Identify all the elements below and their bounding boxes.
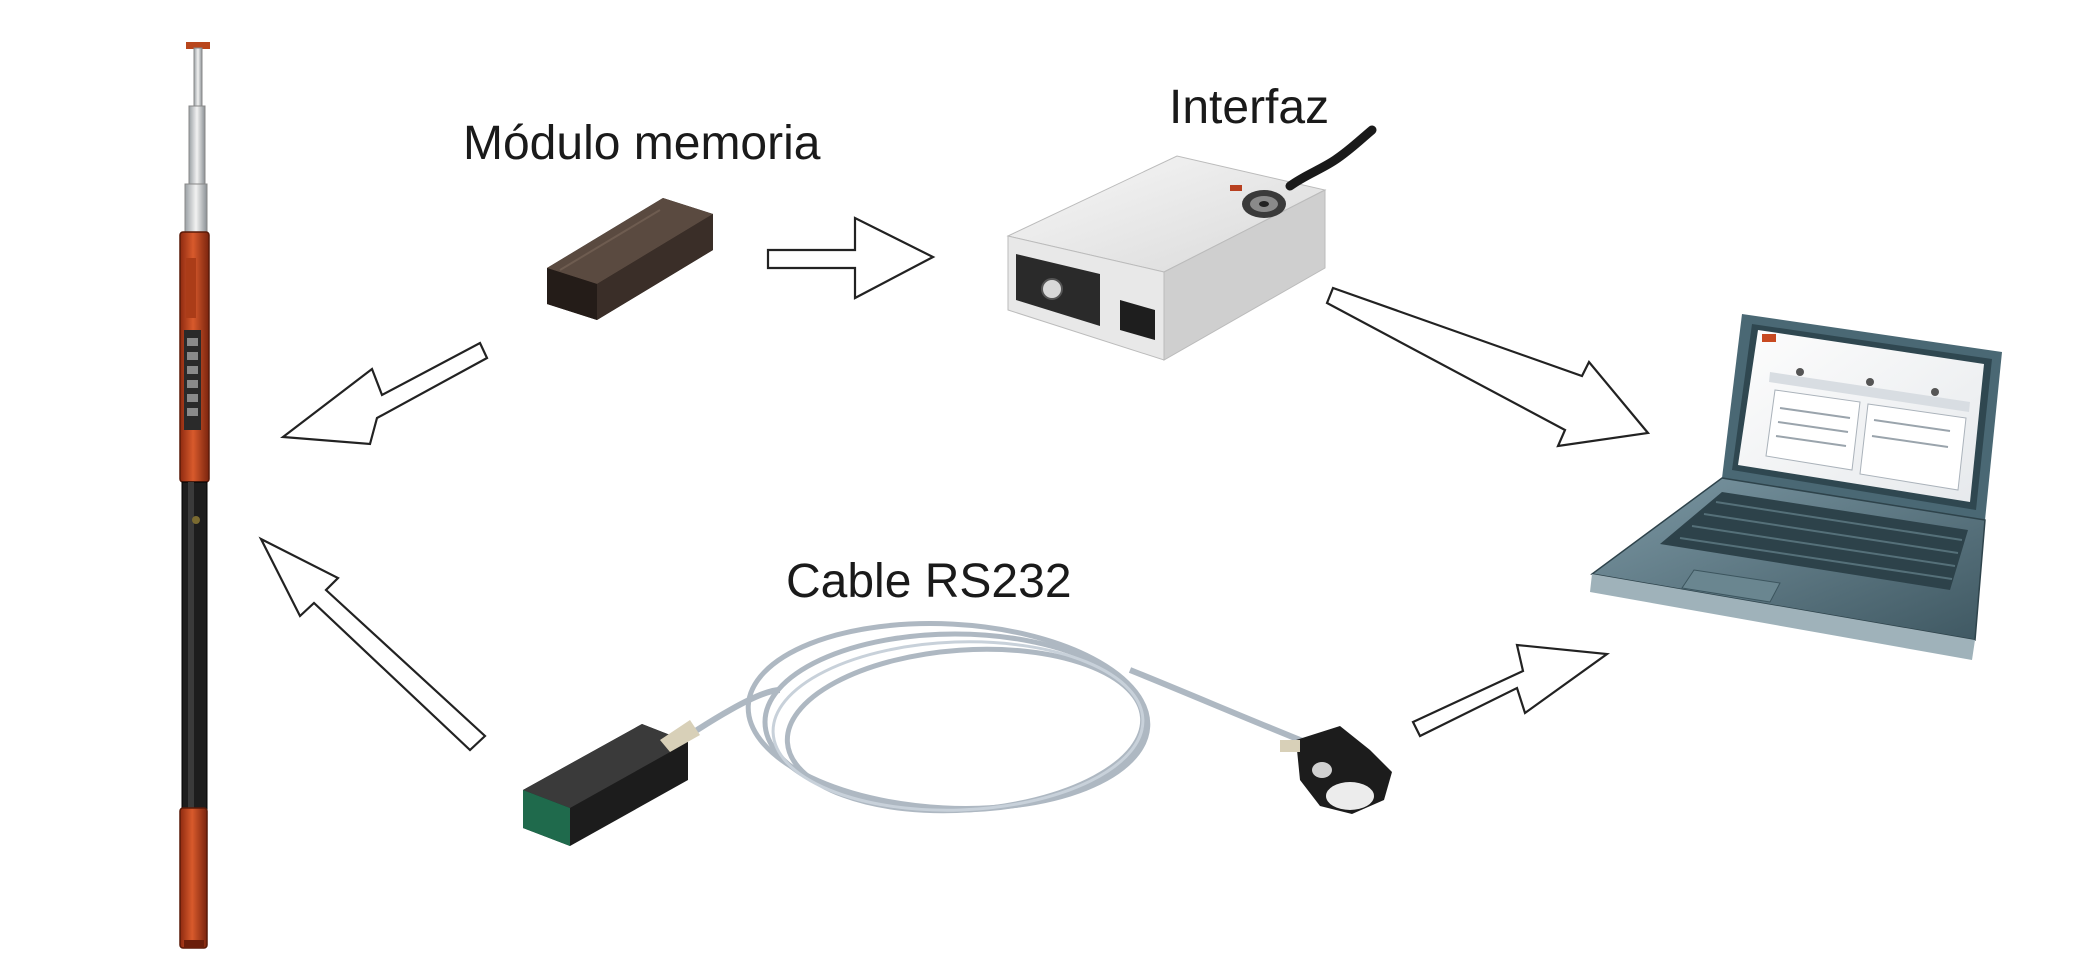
- arrow-interface-to-laptop: [1325, 286, 1651, 448]
- cable-plug-left: [523, 720, 700, 846]
- arrow-cable-to-laptop: [1411, 643, 1611, 738]
- rs232-cable: [523, 621, 1392, 846]
- memory-module-label: Módulo memoria: [463, 117, 821, 170]
- keyboard-icon: [1660, 492, 1968, 590]
- arrow-memory-to-pole: [280, 341, 489, 446]
- db9-connector-icon: [1280, 726, 1392, 814]
- cable-label: Cable RS232: [786, 555, 1072, 608]
- interface-label: Interfaz: [1169, 81, 1330, 134]
- interface-box: [1006, 125, 1377, 361]
- measuring-pole: [179, 42, 210, 949]
- laptop: [1590, 314, 2002, 660]
- memory-module: [547, 198, 713, 320]
- arrow-cable-to-pole: [258, 536, 487, 752]
- arrow-memory-to-interface: [766, 216, 936, 300]
- pole-display-icon: [187, 338, 198, 416]
- fan-icon: [1242, 190, 1286, 218]
- power-button-icon: [1041, 278, 1063, 300]
- laptop-screen-content: [1762, 334, 1970, 491]
